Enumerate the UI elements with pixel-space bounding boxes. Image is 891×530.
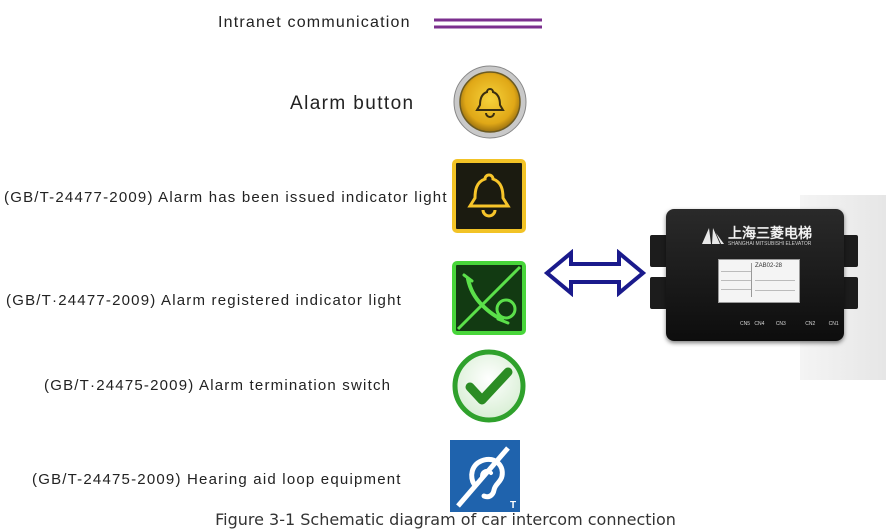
bell-indicator-icon [452, 159, 526, 233]
port-cn5: CN5 [740, 321, 751, 327]
port-cn3: CN3 [775, 321, 786, 327]
alarm-termination-label: (GB/T·24475-2009) Alarm termination swit… [44, 377, 392, 394]
brand-name-cn: 上海三菱电梯 [728, 226, 812, 242]
port-cn2: CN2 [805, 321, 816, 327]
port-cn1: CN1 [828, 321, 839, 327]
brand-name-en: SHANGHAI MITSUBISHI ELEVATOR [728, 241, 812, 247]
alarm-issued-label: (GB/T-24477-2009) Alarm has been issued … [4, 189, 448, 206]
hearing-loop-icon: T [450, 440, 520, 512]
svg-text:T: T [510, 500, 516, 511]
bell-button-icon [453, 65, 527, 139]
alarm-button-label: Alarm button [290, 93, 415, 114]
checkmark-icon [452, 349, 526, 423]
device-model: ZAB02-28 [755, 263, 783, 269]
hearing-loop-label: (GB/T-24475-2009) Hearing aid loop equip… [32, 471, 402, 488]
device-port-labels: CN5 CN4 CN3 CN2 CN1 [740, 321, 840, 327]
bidirectional-arrow-icon [543, 249, 647, 297]
speaker-indicator-icon [452, 261, 526, 335]
figure-caption: Figure 3-1 Schematic diagram of car inte… [215, 510, 676, 529]
intranet-legend-label: Intranet communication [218, 14, 411, 31]
brand-logo-icon [702, 228, 724, 244]
alarm-registered-label: (GB/T·24477-2009) Alarm registered indic… [6, 292, 402, 309]
device-label-panel: ZAB02-28 [718, 259, 800, 303]
intranet-line-icon [434, 18, 542, 29]
port-cn4: CN4 [754, 321, 765, 327]
intercom-device: 上海三菱电梯 SHANGHAI MITSUBISHI ELEVATOR ZAB0… [650, 195, 886, 380]
